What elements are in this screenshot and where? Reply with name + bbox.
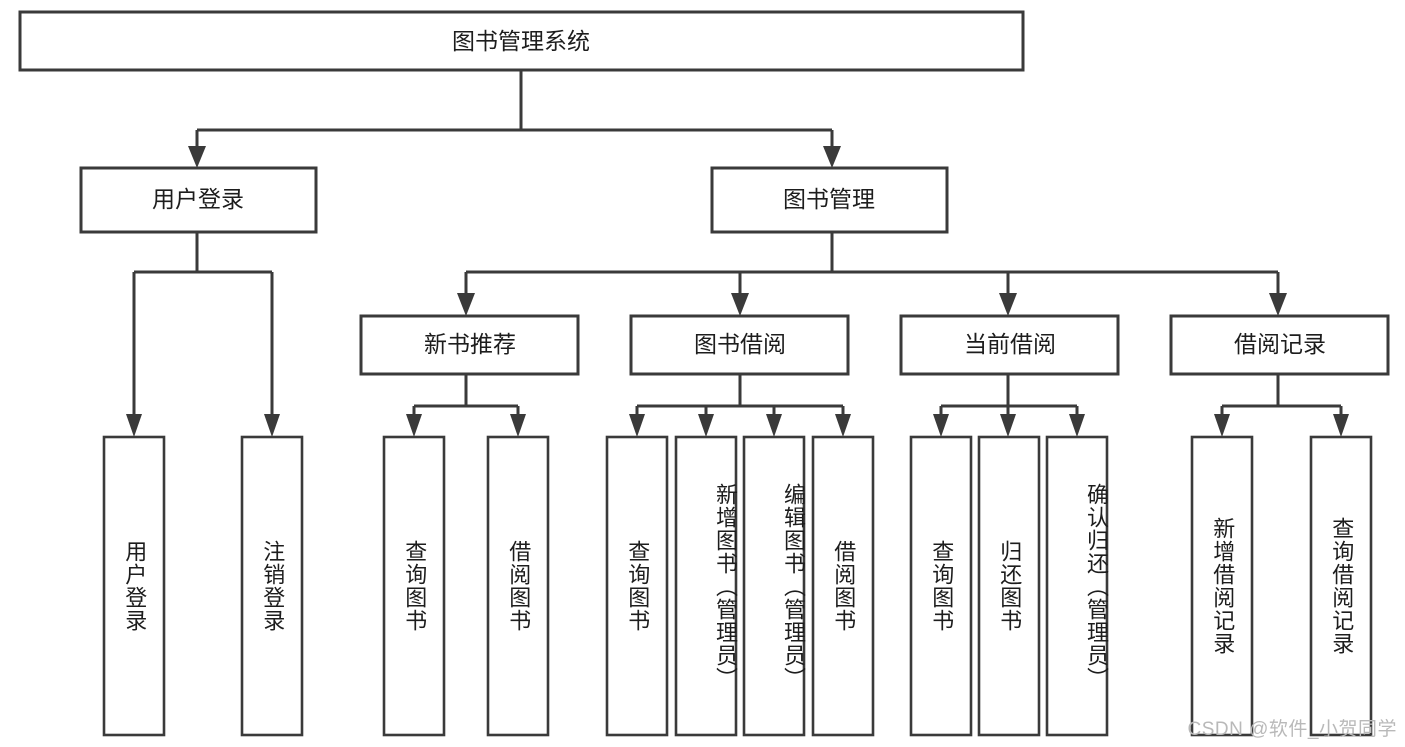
arrow-head-user-login [188, 146, 206, 168]
node-leaf-confirm-return-box[interactable] [1045, 435, 1109, 737]
arrow-head-leaf-query-book-2 [629, 414, 645, 437]
node-book-borrow-box [629, 314, 850, 376]
node-root-box [18, 10, 1025, 72]
node-borrow-record[interactable]: 借阅记录 [1169, 314, 1390, 376]
node-user-login-label: 用户登录 [152, 186, 244, 212]
arrow-head-leaf-add-book [698, 414, 714, 437]
arrow-head-leaf-edit-book [766, 414, 782, 437]
arrow-head-leaf-query-book-1 [406, 414, 422, 437]
node-book-manage[interactable]: 图书管理 [710, 166, 949, 234]
node-leaf-return-book-box[interactable] [977, 435, 1041, 737]
node-leaf-borrow-book-2-box[interactable] [811, 435, 875, 737]
arrow-head-leaf-borrow-book-2 [835, 414, 851, 437]
leaf-box-group [102, 435, 1373, 737]
connector-group [126, 70, 1349, 437]
node-leaf-add-record-box[interactable] [1190, 435, 1254, 737]
arrow-head-leaf-borrow-book-1 [510, 414, 526, 437]
node-user-login-box [79, 166, 318, 234]
arrow-head-leaf-logout [264, 414, 280, 437]
arrow-head-leaf-add-record [1214, 414, 1230, 437]
node-new-book-rec-box [359, 314, 580, 376]
node-current-borrow[interactable]: 当前借阅 [899, 314, 1120, 376]
node-book-borrow[interactable]: 图书借阅 [629, 314, 850, 376]
node-current-borrow-box [899, 314, 1120, 376]
node-leaf-edit-book-box[interactable] [742, 435, 806, 737]
arrow-head-leaf-query-book-3 [933, 414, 949, 437]
arrow-head-new-book-rec [457, 293, 475, 316]
node-current-borrow-label: 当前借阅 [964, 331, 1056, 357]
arrow-head-borrow-record [1269, 293, 1287, 316]
node-leaf-query-book-1-box[interactable] [382, 435, 446, 737]
node-leaf-query-record-box[interactable] [1309, 435, 1373, 737]
node-root[interactable]: 图书管理系统 [18, 10, 1025, 72]
node-new-book-rec[interactable]: 新书推荐 [359, 314, 580, 376]
arrow-head-leaf-confirm-return [1069, 414, 1085, 437]
node-leaf-borrow-book-1-box[interactable] [486, 435, 550, 737]
node-leaf-user-login-box[interactable] [102, 435, 166, 737]
node-leaf-logout-box[interactable] [240, 435, 304, 737]
node-root-label: 图书管理系统 [452, 28, 590, 54]
arrow-head-book-borrow [731, 293, 749, 316]
arrow-head-leaf-user-login [126, 414, 142, 437]
node-leaf-query-book-3-box[interactable] [909, 435, 973, 737]
node-book-manage-box [710, 166, 949, 234]
node-leaf-query-book-2-box[interactable] [605, 435, 669, 737]
node-borrow-record-label: 借阅记录 [1234, 331, 1326, 357]
arrow-head-book-manage [823, 146, 841, 168]
node-leaf-add-book-box[interactable] [674, 435, 738, 737]
node-user-login[interactable]: 用户登录 [79, 166, 318, 234]
watermark-text: CSDN @软件_小贺同学 [1187, 719, 1397, 740]
node-book-manage-label: 图书管理 [783, 186, 875, 212]
node-borrow-record-box [1169, 314, 1390, 376]
arrow-head-leaf-return-book [1000, 414, 1016, 437]
node-new-book-rec-label: 新书推荐 [424, 331, 516, 357]
arrow-head-current-borrow [999, 293, 1017, 316]
arrow-head-leaf-query-record [1333, 414, 1349, 437]
node-book-borrow-label: 图书借阅 [694, 331, 786, 357]
